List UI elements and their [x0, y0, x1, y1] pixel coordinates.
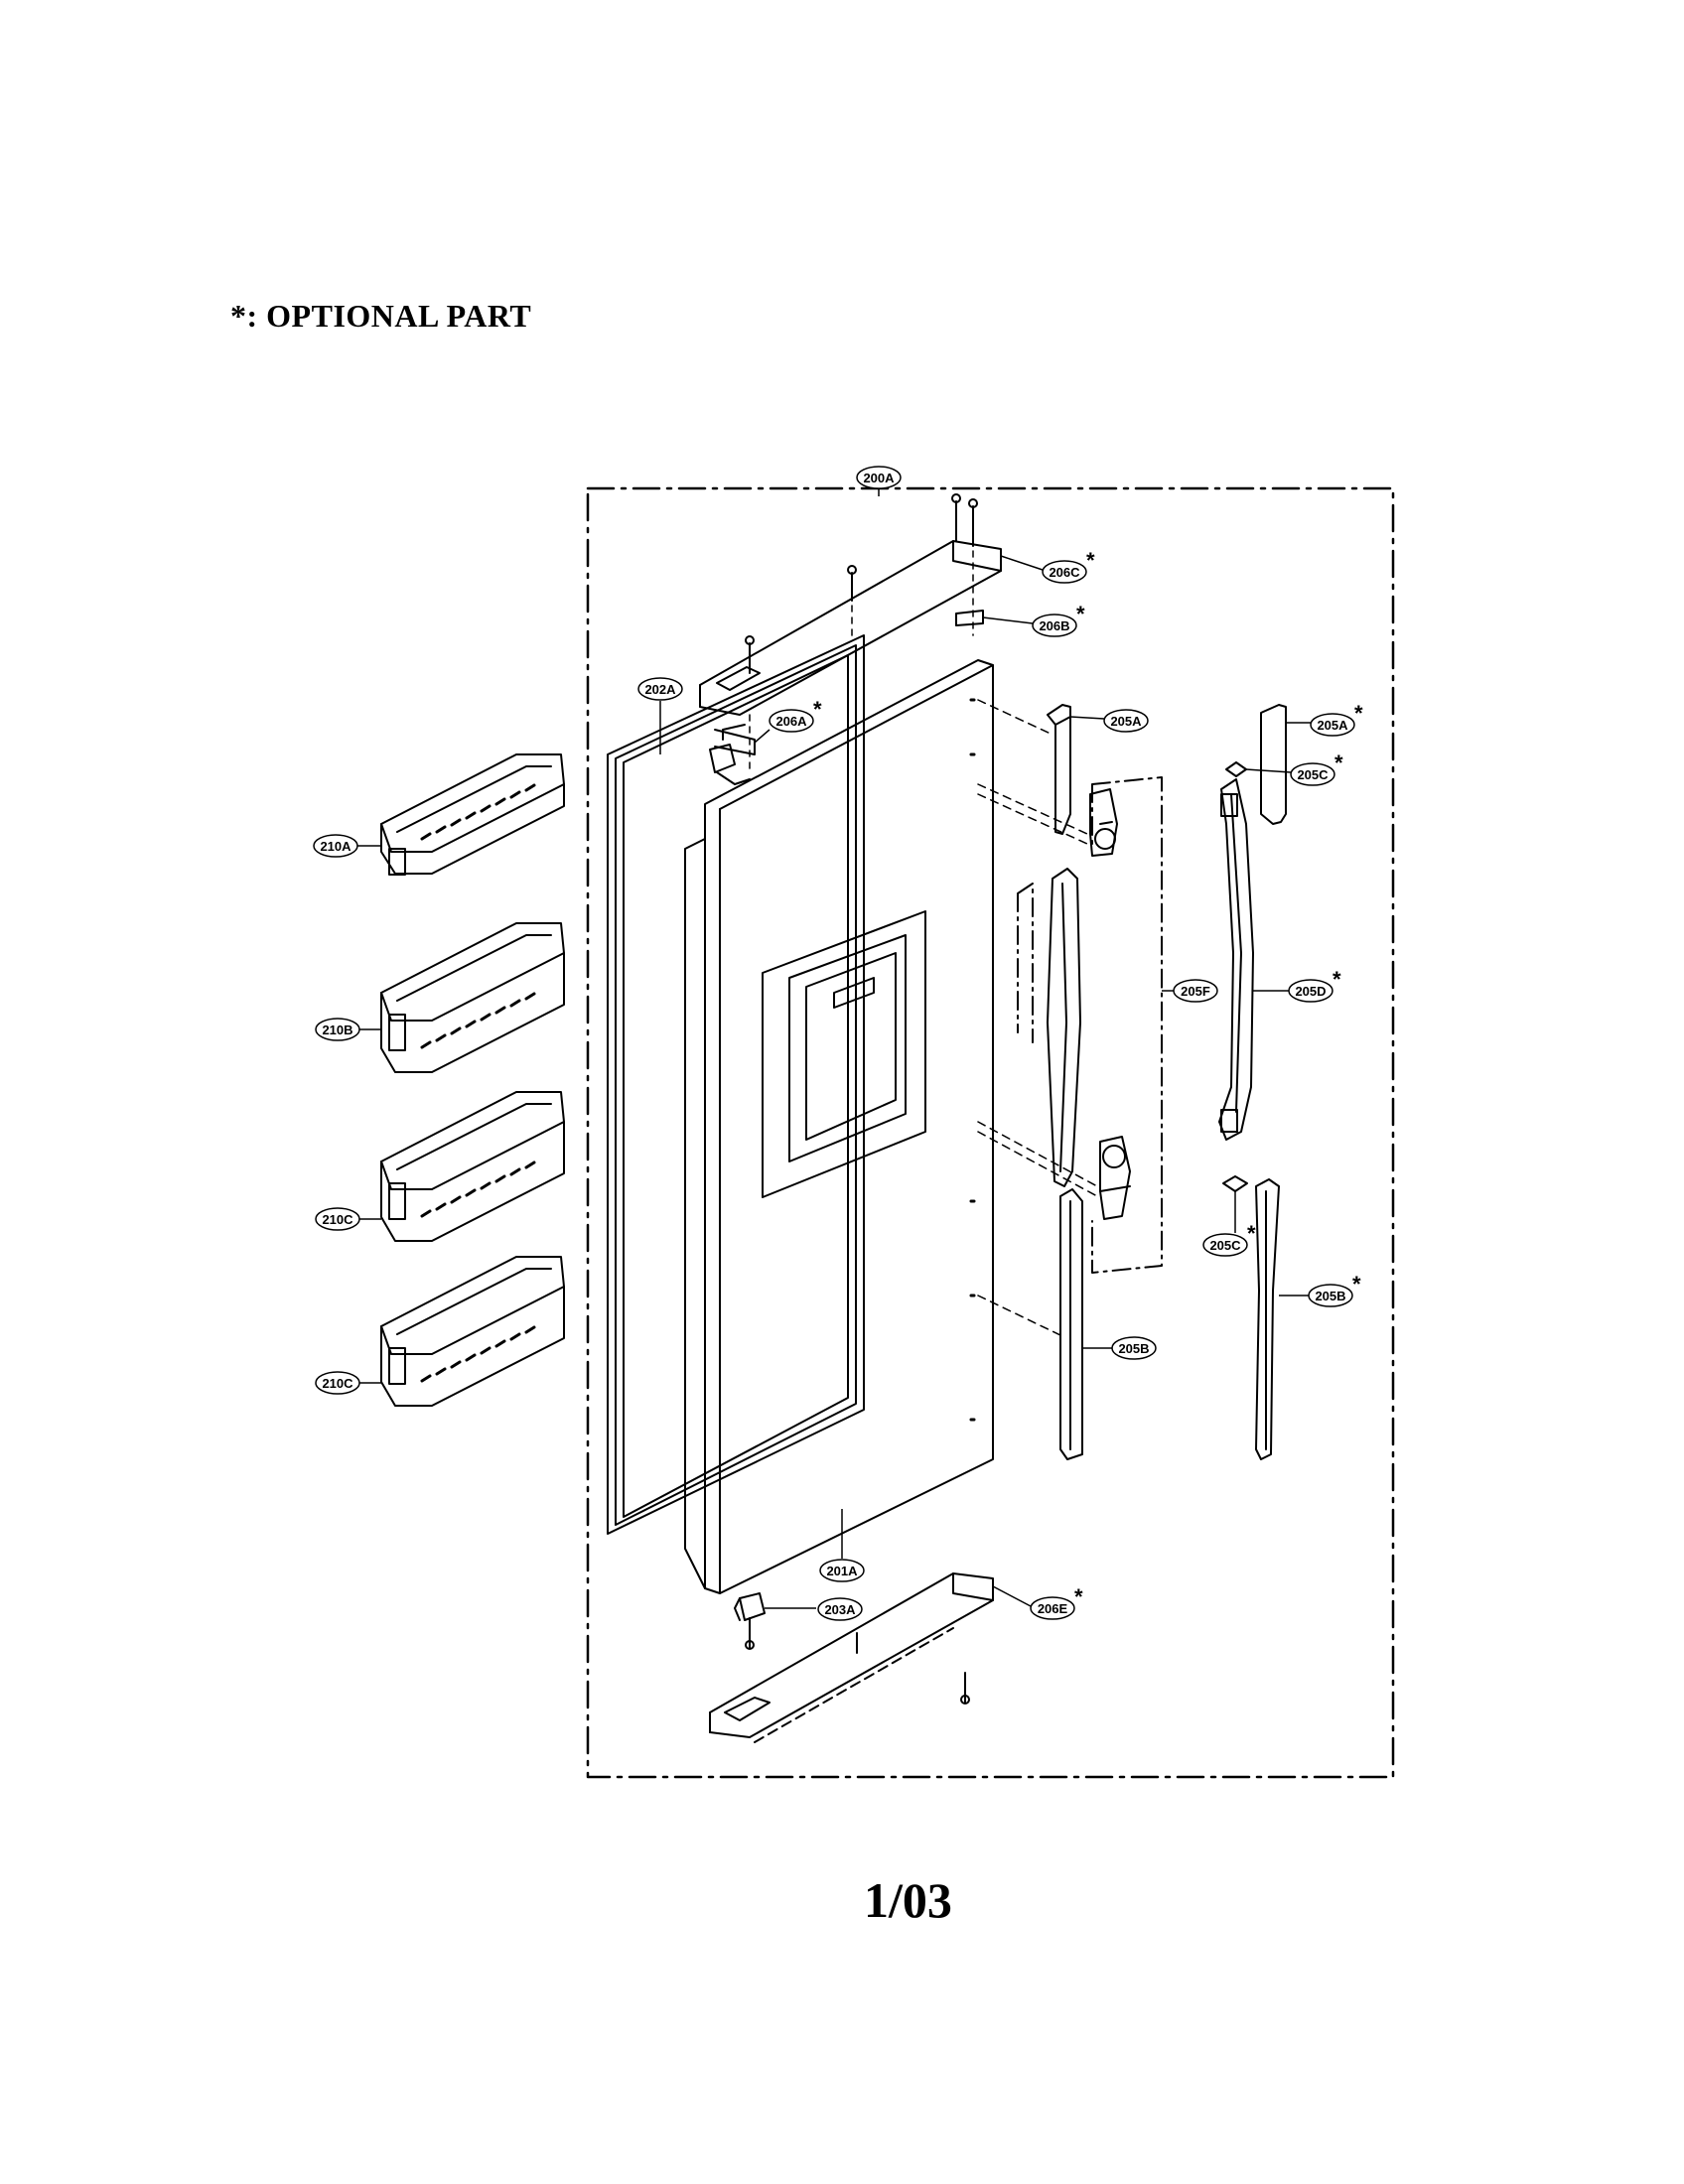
svg-text:210C: 210C: [322, 1376, 353, 1391]
callout-203a: 203A: [817, 1597, 863, 1621]
handle-clip-upper: [1089, 788, 1118, 857]
callout-210a: 210A: [313, 834, 358, 858]
callout-205f: 205F: [1173, 979, 1218, 1003]
callout-205c-upper: 205C: [1290, 762, 1335, 786]
assembly-frame: [586, 486, 1395, 1779]
callout-206c: 206C: [1042, 560, 1087, 584]
bottom-hinge-bracket: [734, 1592, 766, 1621]
bottom-hinge-cover: [709, 1572, 994, 1743]
svg-text:206C: 206C: [1049, 565, 1080, 580]
svg-text:205F: 205F: [1181, 984, 1210, 999]
door-bin-210b: [380, 922, 565, 1073]
callout-205b: 205B: [1111, 1336, 1157, 1360]
optional-marker-205c-lower: *: [1247, 1221, 1256, 1246]
optional-part-note: *: OPTIONAL PART: [230, 298, 532, 334]
callout-205c-lower: 205C: [1202, 1233, 1248, 1257]
handle-trim-lower: [1059, 1188, 1083, 1460]
svg-text:205B: 205B: [1118, 1341, 1149, 1356]
callout-202a: 202A: [637, 677, 683, 701]
svg-text:210C: 210C: [322, 1212, 353, 1227]
callout-210c-upper: 210C: [315, 1207, 360, 1231]
handle-end-clip-lower: [1222, 1175, 1248, 1192]
svg-text:205A: 205A: [1317, 718, 1348, 733]
handle-trim-upper-optional: [1260, 704, 1287, 825]
hinge-shim: [955, 610, 984, 626]
svg-text:205A: 205A: [1110, 714, 1142, 729]
svg-text:205C: 205C: [1297, 767, 1329, 782]
callout-205b-optional: 205B: [1308, 1284, 1353, 1307]
svg-text:210A: 210A: [320, 839, 351, 854]
hinge-guide-lines: [749, 550, 974, 775]
callout-206e: 206E: [1030, 1596, 1075, 1620]
optional-marker-205a: *: [1354, 701, 1363, 726]
top-hinge-bracket: [709, 724, 751, 785]
door-bin-210c-upper: [380, 1091, 565, 1242]
top-hinge-cover: [699, 540, 1002, 755]
svg-text:205B: 205B: [1315, 1289, 1345, 1303]
svg-text:201A: 201A: [826, 1564, 858, 1578]
svg-text:206A: 206A: [775, 714, 807, 729]
optional-marker-205b: *: [1352, 1272, 1361, 1297]
svg-text:200A: 200A: [863, 471, 895, 485]
handle-clip-lower: [1099, 1136, 1131, 1220]
callout-205a: 205A: [1103, 709, 1149, 733]
optional-marker-205c-upper: *: [1334, 751, 1343, 775]
handle-trim-lower-optional: [1255, 1178, 1280, 1460]
handle-group-bracket: [1091, 776, 1163, 1274]
svg-text:205C: 205C: [1209, 1238, 1241, 1253]
door-bin-210a: [380, 753, 565, 876]
callout-205d: 205D: [1288, 979, 1333, 1003]
callout-205a-optional: 205A: [1310, 713, 1355, 737]
svg-text:206B: 206B: [1039, 618, 1069, 633]
callout-201a: 201A: [819, 1559, 865, 1582]
optional-marker-206b: *: [1076, 602, 1085, 626]
assembly-guide-lines: [977, 699, 1098, 1336]
callout-210b: 210B: [315, 1018, 360, 1041]
door-panel: [684, 659, 994, 1594]
svg-text:210B: 210B: [322, 1023, 352, 1037]
leader-lines: [357, 488, 1311, 1609]
screws-top: [745, 493, 978, 674]
handle-end-clip-upper: [1225, 761, 1247, 777]
callout-200a: 200A: [856, 466, 902, 489]
door-gasket: [607, 634, 865, 1535]
handle-trim-upper: [1047, 704, 1071, 835]
door-handle-205f: [1047, 868, 1081, 1187]
door-handle-205d: [1218, 778, 1254, 1141]
screws-bottom: [745, 1617, 970, 1705]
optional-marker-206e: *: [1074, 1584, 1083, 1609]
door-bin-210c-lower: [380, 1256, 565, 1407]
svg-text:205D: 205D: [1295, 984, 1326, 999]
callout-210c-lower: 210C: [315, 1371, 360, 1395]
svg-text:206E: 206E: [1038, 1601, 1068, 1616]
optional-marker-205d: *: [1333, 967, 1341, 992]
optional-marker-206a: *: [813, 697, 822, 722]
page-number: 1/03: [864, 1872, 952, 1928]
callout-206b: 206B: [1032, 614, 1077, 637]
svg-text:203A: 203A: [824, 1602, 856, 1617]
svg-text:202A: 202A: [644, 682, 676, 697]
optional-marker-206c: *: [1086, 548, 1095, 573]
callout-206a: 206A: [769, 709, 814, 733]
